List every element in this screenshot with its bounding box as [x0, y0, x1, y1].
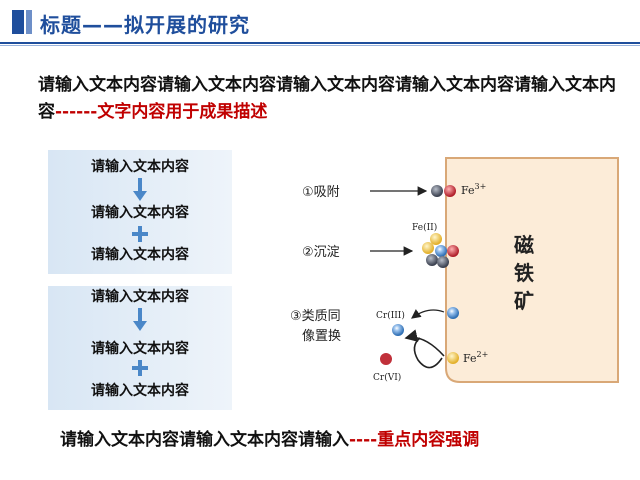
- cr6-label: Cr(VI): [373, 372, 401, 383]
- footer-emphasis: ----重点内容强调: [349, 430, 480, 450]
- label-substitution-1: ③类质同: [290, 309, 341, 324]
- flow-step-text: 请输入文本内容: [91, 341, 189, 357]
- ion-yellow: [447, 352, 459, 364]
- ion-blue: [392, 324, 404, 336]
- magnetite-surface: [445, 157, 619, 383]
- flow-box-1: 请输入文本内容 请输入文本内容 请输入文本内容: [48, 150, 232, 274]
- ion-red: [444, 185, 456, 197]
- ion-gray: [426, 254, 438, 266]
- intro-text: 请输入文本内容请输入文本内容请输入文本内容请输入文本内容请输入文本内容: [38, 75, 616, 122]
- title-underline-light: [0, 45, 640, 46]
- fe2-ion-label: Fe(II): [412, 222, 437, 233]
- label-adsorption: ①吸附: [302, 185, 340, 200]
- footer-note: 请输入文本内容请输入文本内容请输入----重点内容强调: [60, 425, 620, 450]
- flow-step-text: 请输入文本内容: [91, 159, 189, 175]
- intro-emphasis: ------文字内容用于成果描述: [55, 102, 268, 122]
- flow-step-text: 请输入文本内容: [91, 205, 189, 221]
- arrow-curve-icon: [404, 329, 445, 357]
- footer-text: 请输入文本内容请输入文本内容请输入: [60, 430, 349, 450]
- ion-yellow: [422, 242, 434, 254]
- flow-step-text: 请输入文本内容: [91, 383, 189, 399]
- mineral-char: 矿: [514, 289, 534, 313]
- fe3-label: Fe3+: [461, 182, 486, 197]
- intro-paragraph: 请输入文本内容请输入文本内容请输入文本内容请输入文本内容请输入文本内容-----…: [38, 72, 618, 126]
- page-title: 标题——拟开展的研究: [40, 13, 250, 37]
- ion-blue: [435, 245, 447, 257]
- mineral-char: 铁: [514, 261, 534, 285]
- mineral-char: 磁: [514, 233, 534, 257]
- title-underline: [0, 42, 640, 44]
- arrow-down-icon: [133, 178, 147, 201]
- ion-gray: [431, 185, 443, 197]
- ion-blue: [447, 307, 459, 319]
- label-precipitation: ②沉淀: [302, 245, 340, 260]
- title-accent-block-light: [26, 10, 32, 34]
- flow-box-2: 请输入文本内容 请输入文本内容 请输入文本内容: [48, 286, 232, 410]
- flow-step-text: 请输入文本内容: [91, 247, 189, 263]
- fe2-label: Fe2+: [463, 350, 488, 365]
- cr3-label: Cr(III): [376, 310, 405, 321]
- flow-step-text: 请输入文本内容: [91, 289, 189, 305]
- plus-icon: [132, 226, 148, 242]
- plus-icon: [132, 360, 148, 376]
- ion-red: [447, 245, 459, 257]
- title-bar: 标题——拟开展的研究: [0, 0, 640, 50]
- arrow-curve-icon: [411, 309, 445, 319]
- ion-yellow: [430, 233, 442, 245]
- label-substitution-2: 像置换: [302, 329, 341, 344]
- title-accent-block: [12, 10, 24, 34]
- arrow-down-icon: [133, 308, 147, 331]
- reduction-curve: [413, 337, 443, 369]
- ion-gray: [437, 256, 449, 268]
- ion-red: [380, 353, 392, 365]
- mechanism-diagram: 磁 铁 矿 ①吸附 Fe3+ ②沉淀 Fe(II) ③类质同 像置换 Cr(II…: [290, 157, 619, 383]
